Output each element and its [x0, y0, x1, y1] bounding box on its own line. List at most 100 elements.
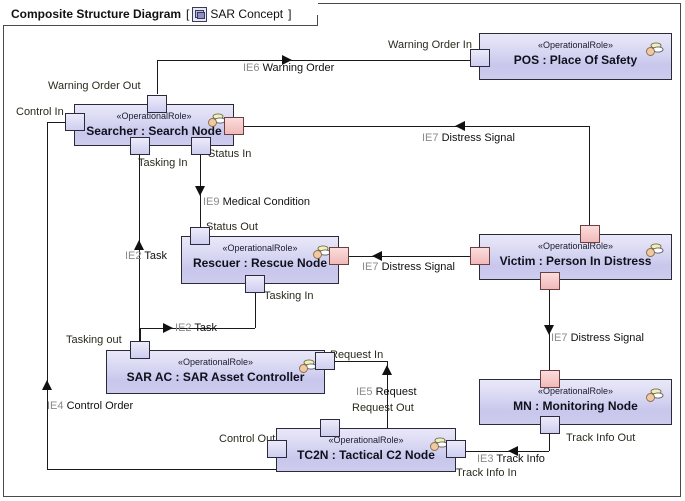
port-tc2n-track-info-in[interactable]: [446, 440, 466, 458]
port-mn-distress-signal-in[interactable]: [540, 370, 560, 388]
connector-ie5-segment-v: [387, 361, 388, 437]
operational-role-icon: [646, 42, 664, 56]
connector-ie2a-prefix: IE2: [125, 250, 142, 262]
node-mn-stereotype: «OperationalRole»: [537, 386, 614, 396]
connector-ie7a-segment-h: [243, 126, 589, 127]
port-searcher-distress-signal-in[interactable]: [224, 117, 244, 135]
connector-ie6-text: Warning Order: [262, 62, 335, 74]
connector-ie5-text: Request: [375, 386, 417, 398]
connector-ie4-segment-h2: [47, 122, 74, 123]
node-searcher-name: Searcher : Search Node: [86, 124, 222, 138]
node-pos-stereotype: «OperationalRole»: [537, 40, 614, 50]
label-searcher-tasking-in: Tasking In: [138, 157, 188, 169]
connector-ie4-segment-h: [47, 469, 277, 470]
port-searcher-control-in[interactable]: [65, 113, 85, 131]
connector-label-ie6: IE6 Warning Order: [243, 62, 334, 74]
connector-ie9-text: Medical Condition: [222, 196, 311, 208]
node-mn[interactable]: «OperationalRole» MN : Monitoring Node: [479, 379, 672, 425]
node-rescuer-name: Rescuer : Rescue Node: [192, 256, 328, 270]
connector-ie4-arrowhead: [42, 380, 52, 390]
connector-ie2b-prefix: IE2: [175, 322, 192, 334]
port-mn-track-info-out[interactable]: [540, 416, 560, 434]
node-searcher-stereotype: «OperationalRole»: [116, 111, 192, 121]
connector-ie7b-arrowhead: [372, 251, 382, 261]
label-sarac-tasking-out: Tasking out: [66, 334, 122, 346]
connector-ie7a-arrowhead: [455, 121, 465, 131]
connector-ie6-prefix: IE6: [243, 62, 260, 74]
node-pos[interactable]: «OperationalRole» POS : Place Of Safety: [479, 33, 672, 80]
connector-label-ie7b: IE7 Distress Signal: [362, 261, 455, 273]
port-sarac-request-in[interactable]: [315, 352, 335, 370]
connector-label-ie5: IE5 Request: [356, 386, 417, 398]
port-victim-distress-signal-out-left[interactable]: [470, 247, 490, 265]
label-searcher-warning-order-out: Warning Order Out: [48, 80, 141, 92]
connector-label-ie9: IE9 Medical Condition: [203, 196, 310, 208]
port-sarac-tasking-out[interactable]: [130, 341, 150, 359]
connector-ie2a-text: Task: [144, 250, 167, 262]
label-mn-track-info-out: Track Info Out: [566, 432, 636, 444]
connector-ie2b-segment-v1: [255, 284, 256, 328]
operational-role-icon: [646, 243, 664, 257]
connector-ie4-text: Control Order: [66, 400, 134, 412]
port-searcher-tasking-in[interactable]: [130, 137, 150, 155]
connector-ie5-segment-h: [330, 361, 387, 362]
connector-label-ie4: IE4 Control Order: [47, 400, 133, 412]
connector-ie7a-prefix: IE7: [422, 132, 439, 144]
connector-ie3-text: Track Info: [496, 453, 545, 465]
node-sarac[interactable]: «OperationalRole» SAR AC : SAR Asset Con…: [106, 350, 325, 394]
port-victim-distress-signal-out-top[interactable]: [580, 225, 600, 243]
node-victim[interactable]: «OperationalRole» Victim : Person In Dis…: [479, 234, 672, 280]
label-rescuer-status-out: Status Out: [206, 221, 258, 233]
node-tc2n-stereotype: «OperationalRole»: [328, 435, 404, 445]
node-tc2n[interactable]: «OperationalRole» TC2N : Tactical C2 Nod…: [276, 428, 456, 472]
connector-label-ie2b: IE2 Task: [175, 322, 217, 334]
connector-ie6-arrowhead: [282, 55, 292, 65]
connector-ie5-prefix: IE5: [356, 386, 373, 398]
port-tc2n-request-out[interactable]: [320, 419, 340, 437]
connector-ie7a-text: Distress Signal: [441, 132, 515, 144]
connector-ie7c-prefix: IE7: [551, 332, 568, 344]
connector-ie2b-arrowhead: [163, 323, 173, 333]
port-rescuer-distress-signal-in[interactable]: [329, 247, 349, 265]
port-tc2n-control-out[interactable]: [267, 440, 287, 458]
connector-ie6-segment-v: [157, 60, 158, 94]
connector-ie4-prefix: IE4: [47, 400, 64, 412]
composite-structure-diagram-icon: [192, 6, 208, 22]
bracket-close: ]: [288, 7, 292, 21]
connector-label-ie3: IE3 Track Info: [477, 453, 545, 465]
operational-role-icon: [646, 388, 664, 402]
connector-ie4-segment-v1: [47, 122, 48, 469]
node-pos-name: POS : Place Of Safety: [513, 53, 638, 67]
node-victim-name: Victim : Person In Distress: [499, 254, 652, 268]
diagram-frame-header: Composite Structure Diagram [ SAR Concep…: [3, 2, 319, 26]
connector-ie3-segment-h: [455, 451, 549, 452]
connector-ie2b-segment-v2: [140, 328, 141, 350]
connector-ie7c-arrowhead: [544, 325, 554, 335]
bracket-open: [: [186, 7, 190, 21]
node-tc2n-name: TC2N : Tactical C2 Node: [297, 448, 435, 462]
connector-ie5-arrowhead: [382, 365, 392, 375]
port-rescuer-status-out[interactable]: [190, 227, 210, 245]
operational-role-icon: [208, 113, 226, 127]
connector-ie7c-text: Distress Signal: [570, 332, 644, 344]
node-rescuer-stereotype: «OperationalRole»: [222, 243, 298, 253]
port-victim-distress-signal-out-bottom[interactable]: [540, 272, 560, 290]
node-mn-name: MN : Monitoring Node: [513, 399, 638, 413]
connector-ie3-prefix: IE3: [477, 453, 494, 465]
port-searcher-status-in[interactable]: [191, 137, 211, 155]
port-rescuer-tasking-in[interactable]: [245, 275, 265, 293]
label-pos-warning-order-in: Warning Order In: [388, 39, 472, 51]
label-searcher-control-in: Control In: [16, 106, 64, 118]
connector-ie7b-prefix: IE7: [362, 261, 379, 273]
connector-label-ie2a: IE2 Task: [125, 250, 167, 262]
label-tc2n-request-out: Request Out: [352, 402, 414, 414]
operational-role-icon: [313, 245, 331, 259]
port-pos-warning-order-in[interactable]: [470, 49, 490, 67]
connector-label-ie7c: IE7 Distress Signal: [551, 332, 644, 344]
port-searcher-warning-order-out[interactable]: [147, 95, 167, 113]
connector-ie2a-arrowhead: [134, 240, 144, 250]
label-tc2n-track-info-in: Track Info In: [456, 467, 517, 479]
operational-role-icon: [299, 359, 317, 373]
connector-ie6-segment-h: [157, 60, 479, 61]
connector-ie9-prefix: IE9: [203, 196, 220, 208]
